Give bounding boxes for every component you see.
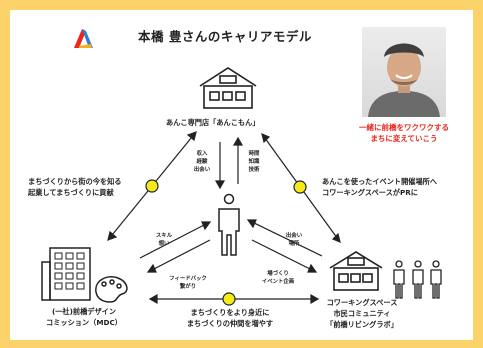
inner-label-left-up: スキル 想い xyxy=(150,232,178,248)
arrowhead-right-in xyxy=(246,219,257,229)
edge-right-line-2: コワーキングスペースがPRに xyxy=(322,188,418,197)
node-bottom-right-label: コワーキングスペース 市民コミュニティ 「前橋リビングラボ」 xyxy=(318,297,406,330)
community-people-icon xyxy=(393,260,442,299)
inner-label-top-down-3: 出会い xyxy=(193,167,211,173)
paint-palette-icon xyxy=(95,276,128,303)
edge-bottom-line-2: まちづくりの仲間を増やす xyxy=(186,319,274,328)
dot-left-edge xyxy=(145,179,159,193)
arrow-right-in xyxy=(251,221,323,257)
edge-left-line-2: 起業してまちづくりに貢献 xyxy=(28,188,114,197)
arrowhead-bottom-edge-left xyxy=(148,293,158,305)
inner-label-top-down-2: 経験 xyxy=(196,159,208,165)
relationship-arrows xyxy=(107,131,341,305)
inner-label-right-out-1: 場づくり xyxy=(267,271,289,277)
arrowhead-top-up xyxy=(232,136,244,146)
arrow-right-out xyxy=(251,239,313,271)
inner-label-left-down: フィードバック 繋がり xyxy=(163,275,213,291)
edge-right-label: あんこを使ったイベント開催場所へ コワーキングスペースがPRに xyxy=(322,176,437,198)
arrowhead-right-edge-bottom xyxy=(331,232,341,244)
node-bottom-left-label: (一社)前橋デザイン コミッション（MDC） xyxy=(28,306,140,328)
page-title: 本橋 豊さんのキャリアモデル xyxy=(138,29,312,44)
node-bottom-right-line-1: コワーキングスペース xyxy=(326,298,398,307)
inner-label-right-out-2: イベント企画 xyxy=(261,279,295,285)
inner-label-left-up-1: スキル xyxy=(155,233,173,239)
portrait-photo xyxy=(362,27,446,117)
arrowhead-left-up xyxy=(201,221,212,231)
photo-caption: 一緒に前橋をワクワクする まちに変えていこう xyxy=(355,122,453,144)
shop-building-icon xyxy=(199,67,257,109)
inner-label-right-out: 場づくり イベント企画 xyxy=(258,270,298,286)
edge-right-line-1: あんこを使ったイベント開催場所へ xyxy=(322,177,438,186)
inner-label-top-up-2: 知識 xyxy=(248,159,260,165)
arrowhead-right-edge-top xyxy=(261,132,271,144)
arrow-left-down xyxy=(151,239,211,271)
node-top-label: あんこ専門店「あんこもん」 xyxy=(166,118,260,127)
inner-label-right-in: 出会い 場所 xyxy=(280,232,308,248)
node-bottom-left-line-1: (一社)前橋デザイン xyxy=(51,307,117,316)
inner-label-top-up-3: 技術 xyxy=(248,167,260,173)
dot-right-edge xyxy=(293,180,307,194)
dot-bottom-edge xyxy=(222,292,236,306)
node-bottom-right-line-2: 市民コミュニティ xyxy=(333,309,391,318)
edge-bottom-line-1: まちづくりをより身近に xyxy=(190,308,270,317)
arrowhead-right-out xyxy=(307,263,318,273)
coworking-building-icon xyxy=(329,251,383,291)
connection-dots xyxy=(145,179,307,306)
arrow-left-up xyxy=(139,223,207,259)
arrowhead-left-edge-bottom xyxy=(107,230,118,241)
photo-caption-line-1: 一緒に前橋をワクワクする xyxy=(359,123,449,132)
inner-label-top-down-1: 収入 xyxy=(196,151,208,157)
office-building-icon xyxy=(41,247,91,301)
arrowhead-left-edge-top xyxy=(186,131,197,142)
edge-bottom-label: まちづくりをより身近に まちづくりの仲間を増やす xyxy=(168,307,292,329)
inner-label-top-up-1: 時間 xyxy=(248,151,260,157)
inner-label-left-down-2: 繋がり xyxy=(179,284,197,290)
inner-label-top-up: 時間 知識 技術 xyxy=(242,150,266,174)
arrowhead-top-down xyxy=(214,180,226,190)
node-bottom-right-line-3: 「前橋リビングラボ」 xyxy=(326,320,398,329)
inner-label-right-in-2: 場所 xyxy=(288,241,300,247)
arrowhead-left-down xyxy=(146,263,157,273)
logo-icon xyxy=(74,29,93,48)
inner-label-left-down-1: フィードバック xyxy=(169,276,207,282)
inner-label-top-down: 収入 経験 出会い xyxy=(190,150,214,174)
edge-left-label: まちづくりから街の今を知る 起業してまちづくりに貢献 xyxy=(28,176,121,198)
inner-label-left-up-2: 想い xyxy=(158,241,170,247)
arrowhead-bottom-edge-right xyxy=(310,293,320,305)
edge-left-line-1: まちづくりから街の今を知る xyxy=(28,177,122,186)
photo-caption-line-2: まちに変えていこう xyxy=(370,134,438,143)
node-bottom-left-line-2: コミッション（MDC） xyxy=(46,318,122,327)
inner-label-right-in-1: 出会い xyxy=(285,233,303,239)
person-icon xyxy=(218,193,240,256)
